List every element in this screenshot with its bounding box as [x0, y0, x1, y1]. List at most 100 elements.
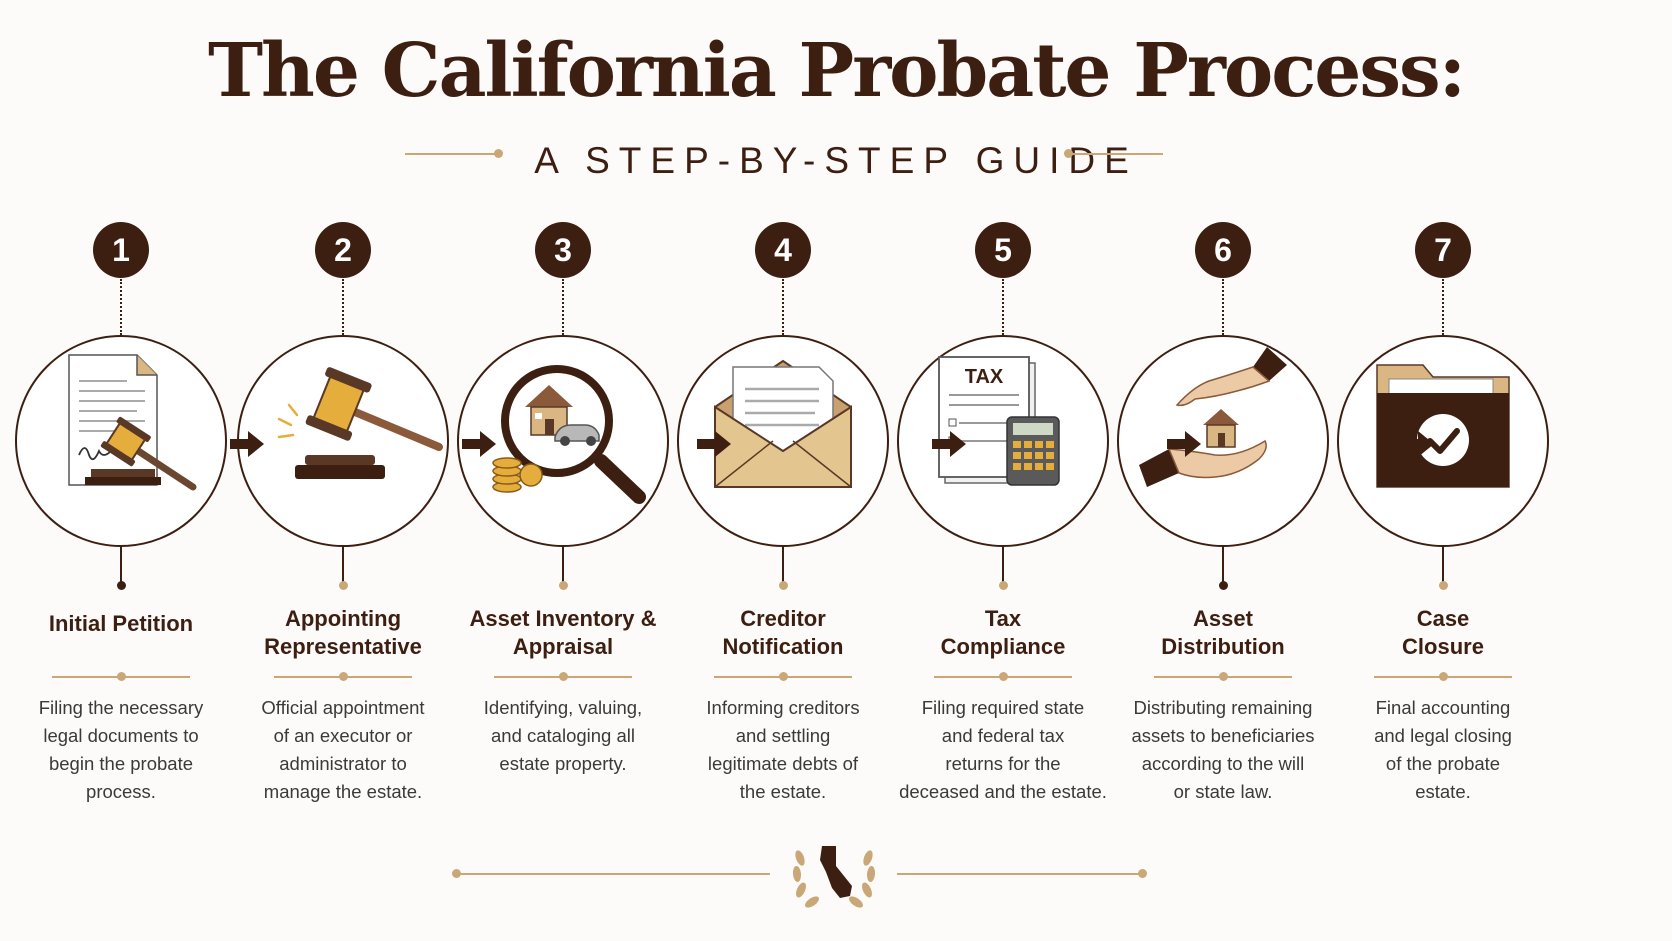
folder-check-icon	[1376, 364, 1510, 488]
subtitle-rule-right	[1071, 153, 1163, 155]
step-title: Tax Compliance	[886, 605, 1120, 661]
step-number: 3	[535, 222, 591, 278]
subtitle-dot-left	[494, 149, 503, 158]
step-title-line: Distribution	[1161, 634, 1285, 659]
footer-dot-left	[452, 869, 461, 878]
step-description: Informing creditors and settling legitim…	[670, 694, 896, 806]
connector-bottom	[1222, 545, 1224, 585]
page-subtitle: A STEP-BY-STEP GUIDE	[534, 140, 1138, 181]
desc-line: and federal tax	[941, 725, 1065, 746]
connector-bottom	[782, 545, 784, 585]
step-number: 6	[1195, 222, 1251, 278]
step-title: Case Closure	[1326, 605, 1560, 661]
step-1: 1 Initial Petition Filing th	[4, 0, 238, 941]
hands-house-icon	[1139, 347, 1287, 487]
step-title: Asset Distribution	[1106, 605, 1340, 661]
connector-top	[782, 279, 784, 335]
desc-line: assets to beneficiaries	[1131, 725, 1315, 746]
step-number: 1	[93, 222, 149, 278]
step-title: Initial Petition	[4, 610, 238, 638]
step-divider-dot	[338, 672, 348, 681]
desc-line: Informing creditors	[706, 697, 860, 718]
desc-line: process.	[86, 781, 156, 802]
step-6: 6 Asset Distribution Distributing remain…	[1106, 0, 1340, 941]
subtitle-row: A STEP-BY-STEP GUIDE	[0, 140, 1672, 184]
step-title-line: Notification	[722, 634, 844, 659]
desc-line: of an executor or	[273, 725, 413, 746]
desc-line: Identifying, valuing,	[483, 697, 643, 718]
step-title-line: Creditor	[740, 606, 826, 631]
step-description: Filing the necessary legal documents to …	[8, 694, 234, 806]
step-title: Asset Inventory & Appraisal	[446, 605, 680, 661]
step-title-line: Tax	[984, 606, 1022, 631]
document-gavel-icon	[68, 354, 197, 491]
footer-rule-right	[897, 873, 1142, 875]
step-4: 4 Creditor Notification Informing credit…	[666, 0, 900, 941]
step-title-line: Asset Inventory &	[469, 606, 657, 631]
page-title: The California Probate Process:	[207, 28, 1466, 114]
step-description: Official appointment of an executor or a…	[230, 694, 456, 806]
arrow-right-icon	[697, 430, 731, 458]
step-number: 2	[315, 222, 371, 278]
arrow-right-icon	[1167, 430, 1201, 458]
gavel-icon	[277, 367, 443, 479]
desc-line: estate property.	[499, 753, 627, 774]
envelope-letter-icon	[714, 359, 852, 488]
desc-line: Distributing remaining	[1133, 697, 1313, 718]
step-divider-dot	[558, 672, 568, 681]
desc-line: and settling	[735, 725, 831, 746]
step-icon-circle	[1117, 335, 1329, 547]
connector-top	[562, 279, 564, 335]
california-laurel-emblem-icon	[786, 836, 882, 916]
magnifier-house-icon	[492, 365, 646, 504]
tax-label: TAX	[965, 366, 1004, 388]
desc-line: or state law.	[1173, 781, 1273, 802]
connector-bottom	[562, 545, 564, 585]
step-2: 2 Appointing Representative Official app…	[226, 0, 460, 941]
step-number: 7	[1415, 222, 1471, 278]
connector-bottom	[120, 545, 122, 585]
desc-line: deceased and the estate.	[899, 781, 1107, 802]
desc-line: Final accounting	[1375, 697, 1511, 718]
arrow-right-icon	[462, 430, 496, 458]
connector-bottom	[1002, 545, 1004, 585]
step-title-line: Case	[1416, 606, 1470, 631]
step-title-line: Representative	[264, 634, 422, 659]
desc-line: begin the probate	[48, 753, 193, 774]
step-description: Identifying, valuing, and cataloging all…	[450, 694, 676, 778]
connector-top	[1002, 279, 1004, 335]
step-title: Creditor Notification	[666, 605, 900, 661]
step-description: Distributing remaining assets to benefic…	[1110, 694, 1336, 806]
step-icon-circle	[237, 335, 449, 547]
step-3: 3 Asset Inventory & Appraisal Ide	[446, 0, 680, 941]
step-number: 4	[755, 222, 811, 278]
connector-top	[342, 279, 344, 335]
step-title-line: Appointing	[284, 606, 402, 631]
connector-bottom	[342, 545, 344, 585]
desc-line: legal documents to	[43, 725, 199, 746]
desc-line: Filing required state	[921, 697, 1085, 718]
desc-line: returns for the	[945, 753, 1061, 774]
connector-top	[1222, 279, 1224, 335]
arrow-right-icon	[230, 430, 264, 458]
connector-top	[120, 279, 122, 335]
desc-line: manage the estate.	[263, 781, 423, 802]
step-divider-dot	[1218, 672, 1228, 681]
desc-line: legitimate debts of	[707, 753, 859, 774]
desc-line: of the probate	[1385, 753, 1501, 774]
subtitle-dot-right	[1064, 149, 1073, 158]
connector-top	[1442, 279, 1444, 335]
connector-dot	[1218, 581, 1228, 590]
step-5: 5 TAX Tax Compliance Filing	[886, 0, 1120, 941]
step-title: Appointing Representative	[226, 605, 460, 661]
step-icon-circle: TAX	[897, 335, 1109, 547]
step-description: Final accounting and legal closing of th…	[1330, 694, 1556, 806]
step-icon-circle	[15, 335, 227, 547]
subtitle-rule-left	[405, 153, 497, 155]
connector-dot	[1438, 581, 1448, 590]
connector-bottom	[1442, 545, 1444, 585]
desc-line: and cataloging all	[491, 725, 635, 746]
connector-dot	[998, 581, 1008, 590]
step-title-line: Initial Petition	[48, 611, 194, 636]
desc-line: Official appointment	[261, 697, 425, 718]
